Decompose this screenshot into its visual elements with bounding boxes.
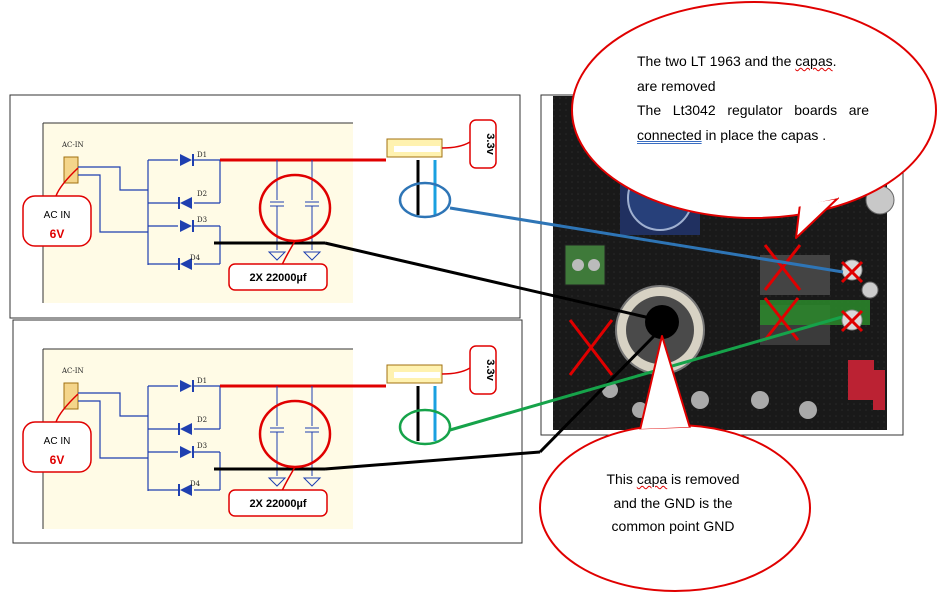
ac-in-voltage: 6V bbox=[50, 227, 65, 241]
diode-symbols bbox=[178, 154, 194, 270]
ac-in-net-label: AC-IN bbox=[61, 141, 84, 149]
diode-symbols bbox=[178, 380, 194, 496]
ac-in-box bbox=[22, 421, 92, 473]
callout-bottom-text: This capa is removed and the GND is the … bbox=[606, 471, 740, 534]
ac-in-label: AC IN bbox=[44, 210, 71, 221]
ac-in-box bbox=[22, 195, 92, 247]
callout-top-text: The two LT 1963 and the capas. are remov… bbox=[637, 53, 869, 143]
diode-d4-label: D4 bbox=[190, 254, 201, 262]
callout-bottom-bubble bbox=[539, 335, 811, 592]
green-connection-line bbox=[449, 315, 843, 432]
diode-d1-label: D1 bbox=[197, 377, 207, 385]
output-voltage-label: 3.3v bbox=[484, 359, 496, 381]
schematic-top: AC-IN D1 D2 D3 D4 bbox=[9, 94, 521, 319]
diode-d1-label: D1 bbox=[197, 151, 207, 159]
blue-connection-line bbox=[449, 206, 844, 274]
bridge-wires bbox=[78, 385, 221, 491]
diode-d2-label: D2 bbox=[197, 416, 207, 424]
diode-d3-label: D3 bbox=[197, 216, 207, 224]
capacitor-label-box bbox=[228, 263, 328, 291]
output-voltage-label: 3.3v bbox=[484, 133, 496, 155]
diode-d3-label: D3 bbox=[197, 442, 207, 450]
diode-d4-label: D4 bbox=[190, 480, 201, 488]
capacitor-label: 2X 22000µf bbox=[249, 498, 306, 510]
schematic-bottom: AC-IN D1 D2 D3 D4 bbox=[12, 319, 523, 544]
callout-top-bubble bbox=[571, 1, 937, 239]
ac-in-voltage: 6V bbox=[50, 453, 65, 467]
ac-in-label: AC IN bbox=[44, 436, 71, 447]
connection-lines bbox=[324, 206, 844, 471]
blue-marker-circle bbox=[398, 181, 452, 219]
diode-d2-label: D2 bbox=[197, 190, 207, 198]
ac-in-net-label: AC-IN bbox=[61, 367, 84, 375]
capacitor-label: 2X 22000µf bbox=[249, 272, 306, 284]
green-marker-circle bbox=[398, 408, 452, 446]
bridge-wires bbox=[78, 159, 221, 265]
capacitor-label-box bbox=[228, 489, 328, 517]
